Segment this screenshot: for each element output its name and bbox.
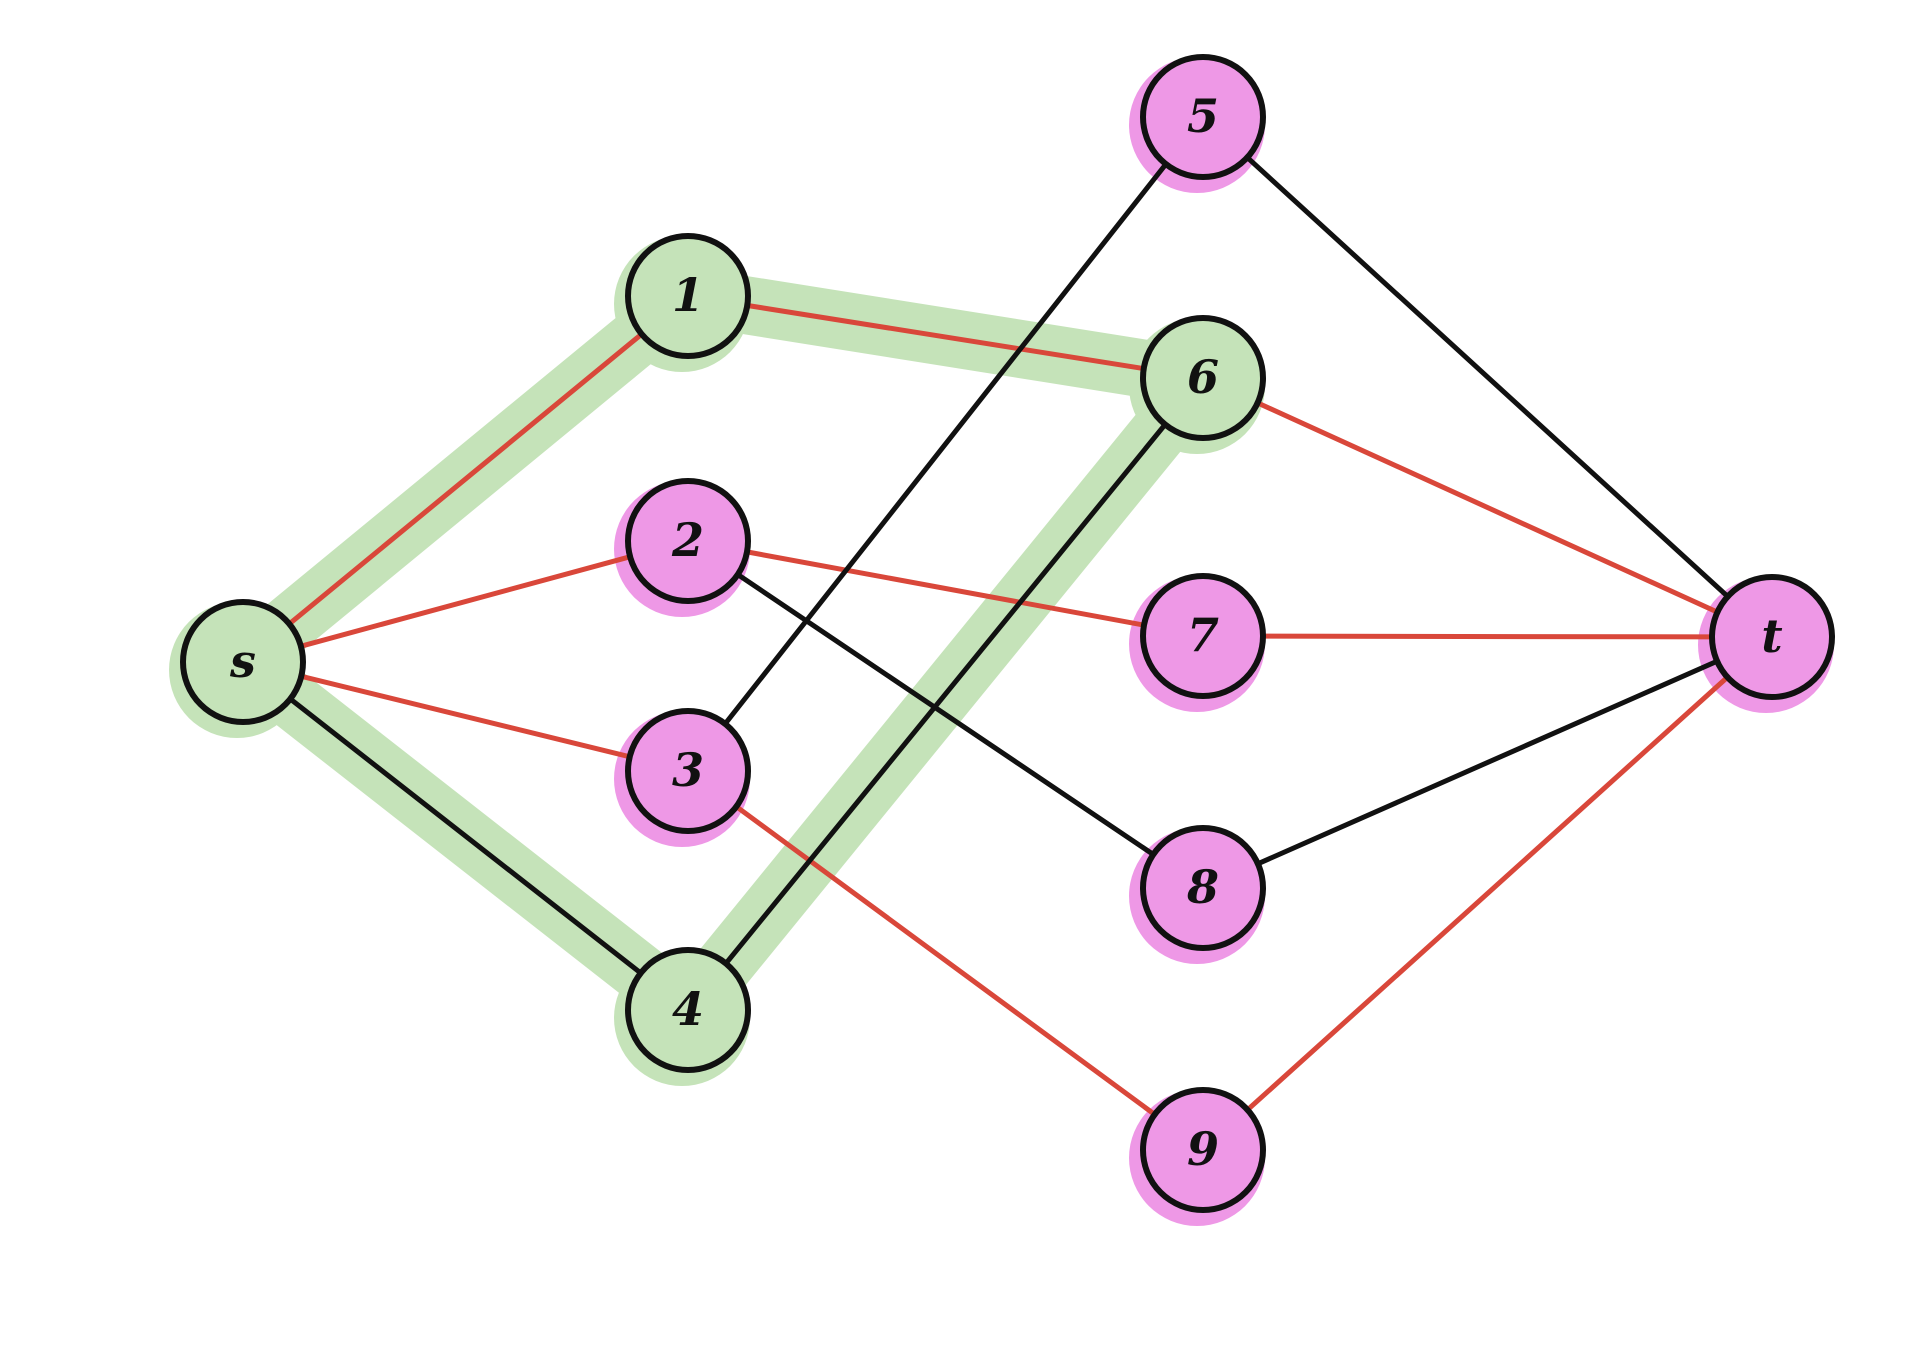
node-circle-n7: [1140, 573, 1266, 699]
node-circle-n3: [625, 708, 751, 834]
nodes-layer: s 1 2 3 4 5 6 7 8 9 t: [180, 54, 1835, 1213]
node-circle-n6: [1140, 315, 1266, 441]
node-circle-n5: [1140, 54, 1266, 180]
edge-n2-n8: [685, 538, 1206, 891]
node-label-s: s: [229, 634, 256, 688]
node-circle-n4: [625, 947, 751, 1073]
node-n5: 5: [1140, 54, 1266, 180]
node-label-n9: 9: [1187, 1122, 1219, 1176]
node-label-n4: 4: [672, 982, 704, 1036]
edge-s-n1: [240, 293, 691, 665]
node-label-n5: 5: [1187, 89, 1219, 143]
edge-n2-n7: [685, 538, 1206, 639]
node-n1: 1: [625, 233, 751, 359]
node-label-n3: 3: [672, 743, 704, 797]
edge-n7-t: [1200, 633, 1775, 640]
node-s: s: [180, 599, 306, 725]
edge-n4-n6: [685, 375, 1206, 1013]
edge-s-n2: [240, 538, 691, 665]
node-circle-n1: [625, 233, 751, 359]
node-n7: 7: [1140, 573, 1266, 699]
node-circle-s: [180, 599, 306, 725]
edge-n5-t: [1200, 114, 1775, 640]
edge-s-n4: [240, 659, 691, 1013]
edges-layer: [240, 114, 1775, 1153]
node-circle-n9: [1140, 1087, 1266, 1213]
node-n6: 6: [1140, 315, 1266, 441]
edge-n1-n6: [685, 293, 1206, 381]
node-n4: 4: [625, 947, 751, 1073]
edge-n3-n9: [685, 768, 1206, 1153]
node-label-n2: 2: [671, 513, 704, 567]
node-n3: 3: [625, 708, 751, 834]
node-label-n1: 1: [672, 268, 704, 322]
node-circle-n8: [1140, 825, 1266, 951]
node-circle-t: [1709, 574, 1835, 700]
edge-n8-t: [1200, 634, 1775, 891]
node-label-n6: 6: [1187, 350, 1219, 404]
node-label-n8: 8: [1186, 860, 1219, 914]
node-label-t: t: [1761, 609, 1782, 663]
node-circle-n2: [625, 478, 751, 604]
node-t: t: [1709, 574, 1835, 700]
edge-s-n3: [240, 659, 691, 774]
node-n9: 9: [1140, 1087, 1266, 1213]
edge-n9-t: [1200, 634, 1775, 1153]
highlight-path: [214, 267, 1232, 1039]
edge-n3-n5: [685, 114, 1206, 774]
node-n2: 2: [625, 478, 751, 604]
node-label-n7: 7: [1187, 608, 1219, 662]
highlight-layer: [169, 57, 1834, 1226]
node-n8: 8: [1140, 825, 1266, 951]
edge-n6-t: [1200, 375, 1775, 640]
